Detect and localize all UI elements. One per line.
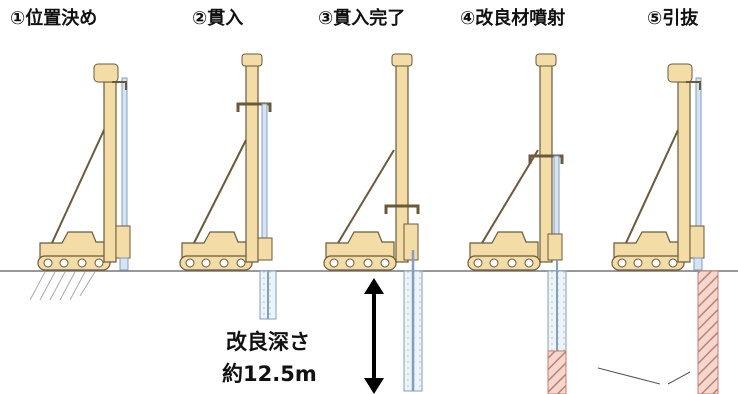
step-label-4: ④改良材噴射 bbox=[460, 8, 566, 29]
step-label-2: ②貫入 bbox=[192, 8, 244, 29]
depth-label-line1: 改良深さ bbox=[226, 330, 310, 354]
rig-step-1 bbox=[29, 63, 131, 301]
step-label-5: ⑤引抜 bbox=[647, 8, 699, 29]
depth-arrow bbox=[364, 278, 384, 394]
pointer-lines bbox=[597, 367, 691, 385]
depth-label-line2: 約12.5m bbox=[222, 362, 317, 386]
rig-step-3 bbox=[323, 53, 423, 392]
step-label-1: ①位置決め bbox=[10, 8, 98, 29]
rig-step-2 bbox=[179, 53, 277, 320]
step-label-3: ③貫入完了 bbox=[318, 8, 406, 29]
rig-step-4 bbox=[467, 53, 567, 394]
rig-step-5 bbox=[611, 63, 719, 394]
